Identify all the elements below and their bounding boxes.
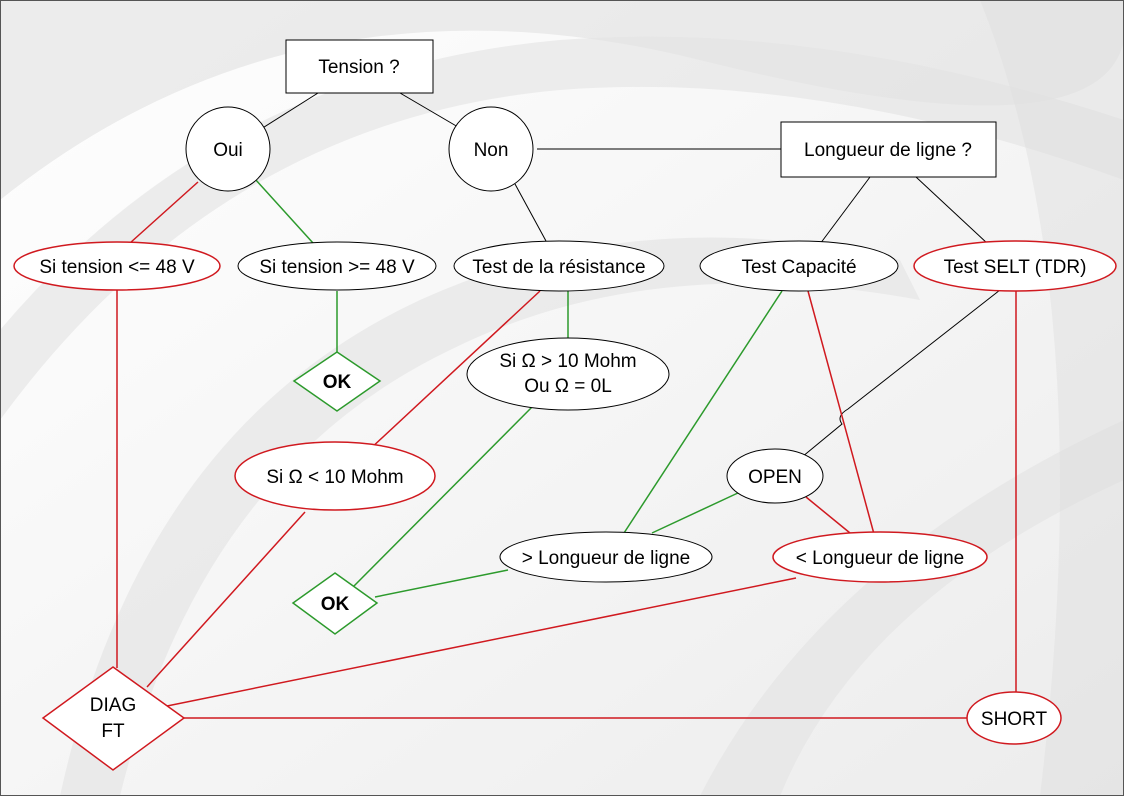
tension-label: Tension ?: [318, 57, 399, 78]
node-lt-longueur: < Longueur de ligne: [772, 531, 988, 583]
node-diag-ft: DIAG FT: [41, 666, 186, 771]
short-label: SHORT: [981, 709, 1048, 730]
edge-oui-ge48: [254, 178, 314, 244]
diag-line2: FT: [101, 721, 125, 742]
node-longueur-question: Longueur de ligne ?: [780, 121, 997, 178]
node-test-selt: Test SELT (TDR): [913, 240, 1117, 292]
node-open: OPEN: [726, 448, 824, 504]
edge-resistance-omegalt: [368, 290, 541, 451]
node-ok-bottom: OK: [291, 572, 379, 635]
edge-gtlongueur-ok: [374, 569, 509, 598]
non-label: Non: [474, 140, 509, 161]
node-test-resistance: Test de la résistance: [453, 240, 665, 292]
edge-open-ltlongueur: [805, 496, 851, 534]
test-selt-label: Test SELT (TDR): [944, 257, 1087, 278]
diag-line1: DIAG: [90, 695, 136, 716]
node-si-tension-le: Si tension <= 48 V: [13, 241, 221, 291]
edge-capacite-gtlongueur: [623, 290, 783, 534]
ok-top-label: OK: [323, 372, 352, 393]
edge-longueur-capacite: [819, 176, 871, 245]
node-si-tension-ge: Si tension >= 48 V: [237, 241, 437, 291]
longueur-question-label: Longueur de ligne ?: [804, 140, 972, 161]
si-omega-gt-line2: Ou Ω = 0L: [524, 376, 612, 397]
si-omega-gt-line1: Si Ω > 10 Mohm: [499, 351, 636, 372]
test-resistance-label: Test de la résistance: [472, 257, 645, 278]
si-tension-le-label: Si tension <= 48 V: [39, 257, 195, 278]
node-si-omega-gt: Si Ω > 10 Mohm Ou Ω = 0L: [466, 337, 670, 411]
edge-capacite-ltlongueur: [807, 290, 875, 535]
edge-tension-non: [399, 92, 459, 128]
edge-omegagt-ok: [351, 401, 538, 589]
si-tension-ge-label: Si tension >= 48 V: [259, 257, 415, 278]
lt-longueur-label: < Longueur de ligne: [796, 548, 965, 569]
connectors: [116, 92, 1017, 719]
edge-omegalt-diag: [146, 511, 306, 688]
edge-tension-oui: [260, 92, 319, 130]
gt-longueur-label: > Longueur de ligne: [522, 548, 691, 569]
node-oui: Oui: [185, 106, 271, 192]
node-ok-top: OK: [292, 351, 382, 412]
ok-bottom-label: OK: [321, 594, 350, 615]
node-gt-longueur: > Longueur de ligne: [499, 531, 713, 583]
edge-non-resistance: [514, 183, 547, 242]
edge-ltlongueur-diag: [166, 577, 797, 707]
open-label: OPEN: [748, 467, 802, 488]
node-short: SHORT: [966, 691, 1062, 745]
node-tension: Tension ?: [285, 39, 434, 94]
oui-label: Oui: [213, 140, 243, 161]
edge-longueur-selt: [915, 176, 989, 245]
edge-oui-le48: [129, 181, 199, 244]
edge-selt-open: [801, 289, 1001, 458]
node-test-capacite: Test Capacité: [699, 240, 899, 292]
node-si-omega-lt: Si Ω < 10 Mohm: [234, 441, 436, 511]
test-capacite-label: Test Capacité: [741, 257, 856, 278]
edge-open-gtlongueur: [651, 491, 741, 534]
node-non: Non: [448, 106, 534, 192]
si-omega-lt-label: Si Ω < 10 Mohm: [266, 467, 403, 488]
